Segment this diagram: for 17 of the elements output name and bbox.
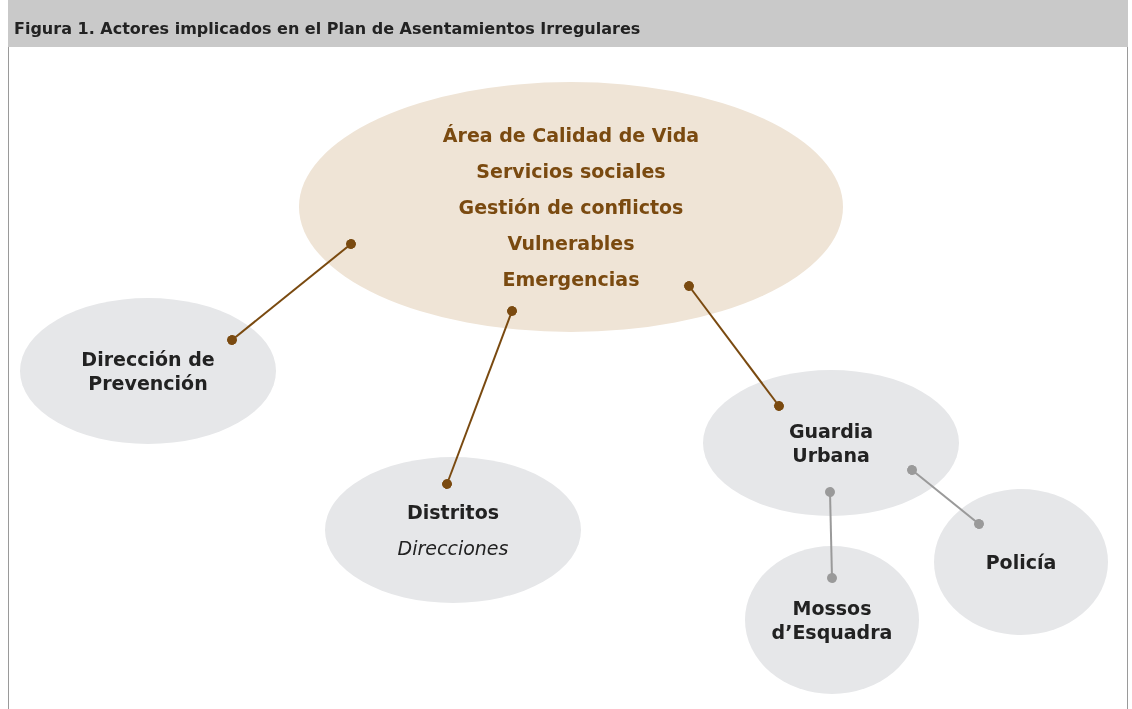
figure-title: Figura 1. Actores implicados en el Plan de Asentamientos Irregulares [14, 19, 641, 38]
node-label: Área de Calidad de Vida [442, 123, 700, 148]
node-label: Servicios sociales [476, 159, 666, 184]
connector-line [825, 487, 837, 583]
node-label: Dirección de Prevención [80, 347, 216, 395]
connector-line [684, 281, 784, 411]
connector-line [907, 465, 984, 529]
node-label: Mossos d’Esquadra [770, 596, 894, 644]
node-label: Vulnerables [507, 231, 635, 256]
node-label: Policía [985, 550, 1057, 574]
node-label: Emergencias [502, 267, 640, 292]
connector-line [442, 306, 517, 489]
connector-line [227, 239, 356, 345]
node-label: Gestión de conflictos [458, 195, 684, 220]
node-label: Guardia Urbana [787, 419, 875, 467]
node-label: Distritos [407, 500, 499, 525]
node-subtitle: Direcciones [397, 536, 509, 561]
